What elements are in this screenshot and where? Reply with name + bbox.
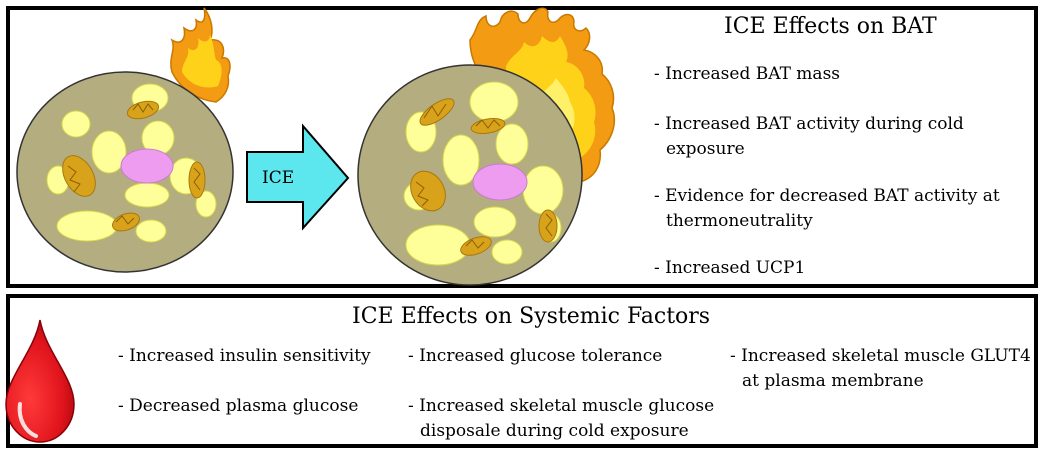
brown-adipocyte-icon (17, 72, 233, 272)
blood-drop-icon (6, 320, 74, 442)
brown-adipocyte-icon (358, 65, 582, 285)
bat-effect-item: - Increased UCP1 (654, 256, 805, 281)
systemic-effect-item: - Increased glucose tolerance (408, 344, 662, 369)
bat-effect-item: - Increased BAT mass (654, 62, 840, 87)
systemic-effect-text-cont: disposale during cold exposure (408, 419, 714, 444)
systemic-effect-text-cont: at plasma membrane (730, 369, 1031, 394)
systemic-effect-item: - Increased skeletal muscle glucose disp… (408, 394, 714, 444)
systemic-effect-text: - Increased skeletal muscle glucose (408, 396, 714, 416)
bat-effect-text: - Increased BAT activity during cold (654, 114, 964, 134)
bat-effect-text: - Increased UCP1 (654, 258, 805, 278)
systemic-panel-title: ICE Effects on Systemic Factors (352, 304, 710, 329)
arrow-label: ICE (262, 168, 294, 188)
systemic-effect-item: - Decreased plasma glucose (118, 394, 358, 419)
bat-effect-text-cont: thermoneutrality (654, 209, 1000, 234)
bat-effect-item: - Evidence for decreased BAT activity at… (654, 184, 1000, 234)
bat-panel-title: ICE Effects on BAT (724, 14, 937, 39)
bat-effect-text: - Increased BAT mass (654, 64, 840, 84)
systemic-effect-text: - Increased insulin sensitivity (118, 346, 371, 366)
systemic-effect-text: - Increased skeletal muscle GLUT4 (730, 346, 1031, 366)
systemic-effect-item: - Increased insulin sensitivity (118, 344, 371, 369)
systemic-effect-item: - Increased skeletal muscle GLUT4 at pla… (730, 344, 1031, 394)
bat-effect-text: - Evidence for decreased BAT activity at (654, 186, 1000, 206)
systemic-effect-text: - Increased glucose tolerance (408, 346, 662, 366)
bat-effect-text-cont: exposure (654, 137, 964, 162)
bat-effect-item: - Increased BAT activity during cold exp… (654, 112, 964, 162)
systemic-effect-text: - Decreased plasma glucose (118, 396, 358, 416)
